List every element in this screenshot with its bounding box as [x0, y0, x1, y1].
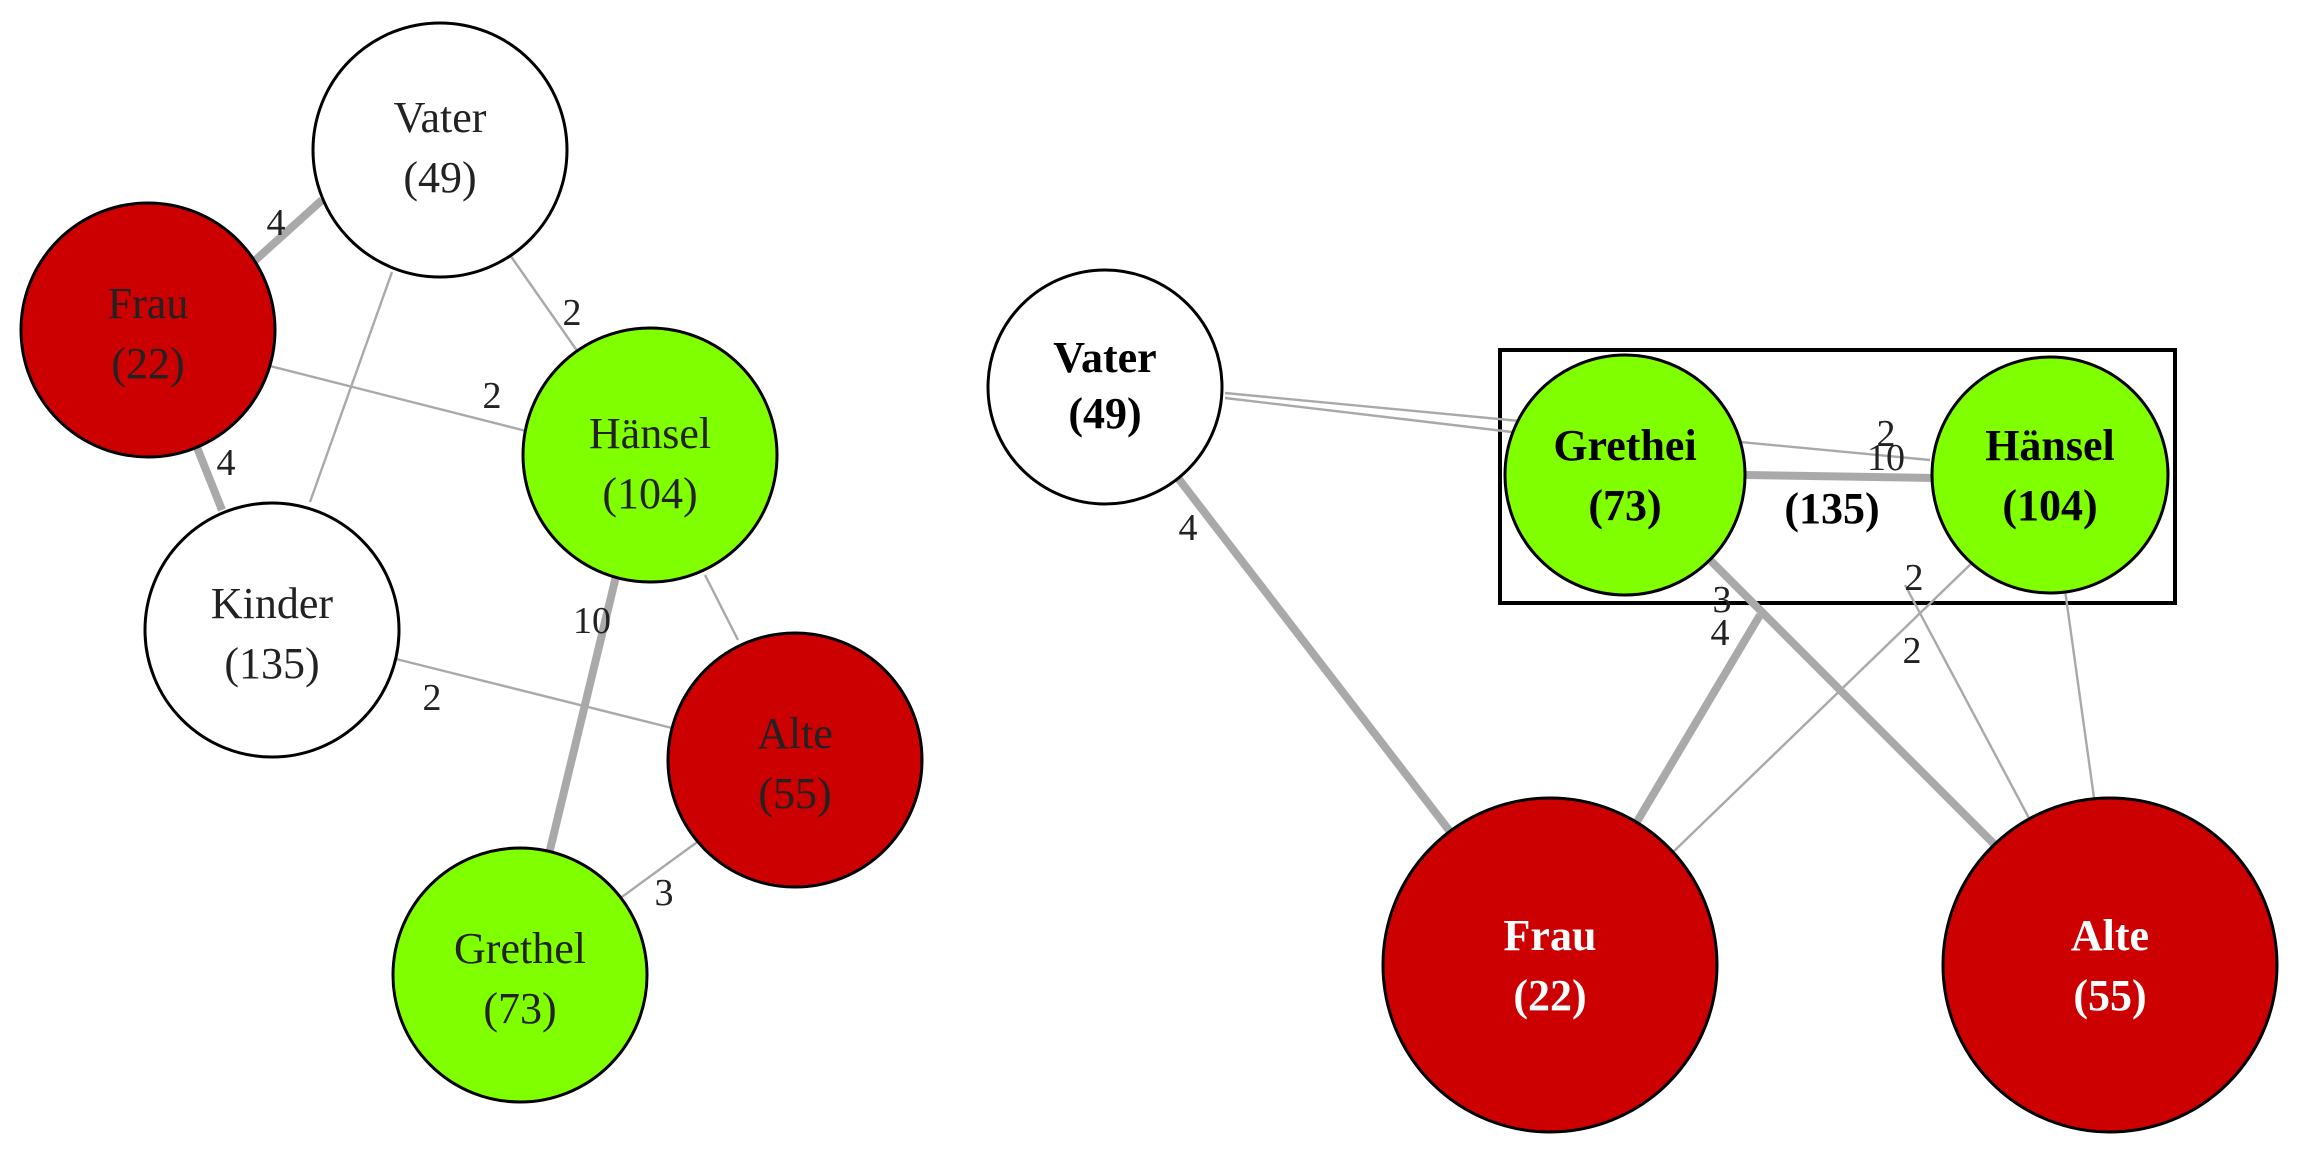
right-node-vater: Vater (49) [986, 268, 1224, 506]
right-node-vater-count: (49) [1068, 389, 1141, 438]
left-node-alte-count: (55) [758, 769, 831, 818]
right-node-grethel-name: Grethei [1553, 421, 1696, 470]
right-weight-grethel-alte: 4 [1711, 612, 1730, 654]
right-edge-vater-frau [1174, 475, 1459, 841]
left-node-hansel-name: Hänsel [589, 409, 711, 458]
left-node-frau-name: Frau [108, 279, 189, 328]
right-group-label: (135) [1784, 484, 1879, 533]
right-edge-grethel-alte [1707, 557, 2001, 851]
right-edge-grethel-hansel [1744, 471, 1936, 482]
right-edge-hansel-alte-2 [2063, 589, 2097, 806]
left-edge-grethel-alte [614, 839, 701, 903]
right-weight-grethel-frau: 3 [1713, 579, 1732, 621]
left-node-alte: Alte (55) [666, 631, 924, 889]
left-node-frau: Frau (22) [19, 201, 277, 459]
left-node-frau-count: (22) [111, 339, 184, 388]
left-edge-frau-hansel [265, 363, 531, 434]
left-weight-hansel-grethel: 10 [573, 600, 611, 642]
right-node-frau: Frau (22) [1381, 796, 1719, 1134]
left-weight-vater-frau: 4 [267, 202, 286, 244]
left-node-alte-name: Alte [757, 709, 833, 758]
left-edge-vater-frau [247, 197, 325, 268]
right-node-alte: Alte (55) [1941, 796, 2279, 1134]
left-node-vater-name: Vater [394, 93, 487, 142]
right-weight-vater-hansel: 2 [1877, 413, 1896, 455]
left-graph: 4 2 2 4 10 2 3 Vater (49) Frau (22) Häns… [19, 21, 924, 1104]
right-graph: 2 10 4 3 4 2 2 (135) Vater (49) Grethei … [986, 268, 2279, 1134]
right-node-alte-count: (55) [2073, 971, 2146, 1020]
right-edge-hansel-frau [1669, 559, 1976, 856]
right-node-frau-count: (22) [1513, 971, 1586, 1020]
right-node-grethel-count: (73) [1588, 481, 1661, 530]
right-node-alte-name: Alte [2071, 911, 2149, 960]
left-node-grethel-count: (73) [483, 984, 556, 1033]
right-edge-grethel-frau [1631, 612, 1764, 828]
left-edge-kinder-alte [391, 656, 673, 730]
left-edge-hansel-grethel [544, 567, 622, 859]
left-node-kinder-count: (135) [224, 639, 319, 688]
right-node-hansel: Hänsel (104) [1930, 355, 2170, 595]
right-node-grethel: Grethei (73) [1503, 353, 1747, 597]
right-weight-hansel-frau: 2 [1905, 557, 1924, 599]
left-node-grethel: Grethel (73) [391, 846, 649, 1104]
left-edge-vater-hansel [509, 254, 581, 356]
left-edge-frau-kinder [192, 443, 226, 512]
right-edge-vater-grethel [1224, 396, 1513, 434]
right-edge-hansel-alte [1903, 584, 2032, 821]
right-node-vater-name: Vater [1053, 333, 1156, 382]
right-node-frau-name: Frau [1504, 911, 1597, 960]
left-node-vater-count: (49) [403, 153, 476, 202]
left-weight-vater-hansel: 2 [563, 292, 582, 334]
left-weight-frau-hansel: 2 [483, 375, 502, 417]
left-weight-frau-kinder: 4 [217, 442, 236, 484]
right-group-frame [1498, 348, 2177, 605]
right-weight-hansel-alte: 2 [1903, 630, 1922, 672]
right-node-hansel-name: Hänsel [1985, 421, 2115, 470]
right-weight-vater-frau: 4 [1179, 507, 1198, 549]
right-weight-grethel-hansel: 10 [1867, 437, 1905, 479]
left-node-hansel: Hänsel (104) [521, 326, 779, 584]
left-edge-hansel-alte [703, 574, 740, 641]
left-weight-kinder-alte: 2 [423, 677, 442, 719]
left-node-kinder: Kinder (135) [143, 501, 401, 759]
left-node-vater: Vater (49) [311, 21, 569, 279]
left-node-hansel-count: (104) [602, 469, 697, 518]
left-weight-grethel-alte: 3 [655, 872, 674, 914]
left-node-grethel-name: Grethel [454, 924, 586, 973]
left-node-kinder-name: Kinder [211, 579, 334, 628]
right-node-hansel-count: (104) [2002, 481, 2097, 530]
